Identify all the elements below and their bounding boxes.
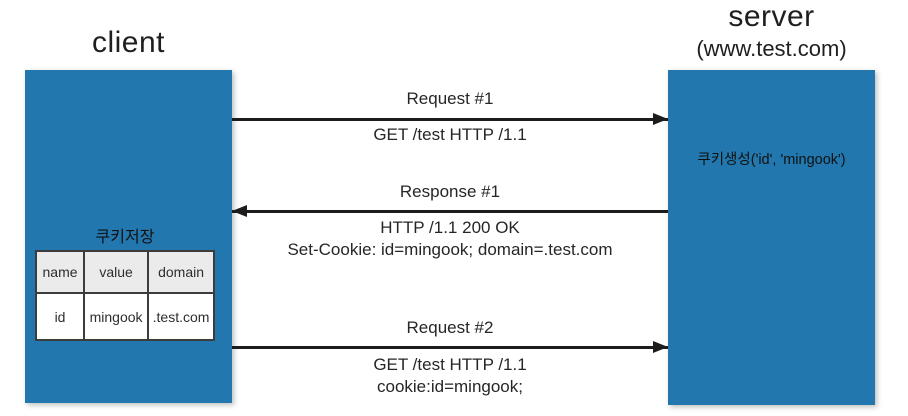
cookie-table-header-value: value <box>83 250 150 294</box>
server-title: server <box>728 0 815 33</box>
response-1-label: Response #1 <box>399 182 501 201</box>
response-1-arrow <box>232 205 668 217</box>
server-subtitle: (www.test.com) <box>696 36 847 61</box>
request-1-detail-line: GET /test HTTP /1.1 <box>373 125 527 144</box>
client-actor-box: 쿠키저장 name value domain id mingook .test.… <box>25 70 232 403</box>
request-1-label: Request #1 <box>406 89 494 108</box>
cookie-table-cell-domain: .test.com <box>147 292 215 341</box>
request-2-label: Request #2 <box>406 318 494 337</box>
server-actor-box: 쿠키생성('id', 'mingook') <box>668 70 875 405</box>
arrowhead-right-icon <box>653 341 668 353</box>
cookie-table-header-name: name <box>34 250 86 294</box>
cookie-table-header-domain: domain <box>147 250 215 294</box>
cookie-store-label: 쿠키저장 <box>95 229 155 246</box>
arrowhead-left-icon <box>232 205 247 217</box>
response-1-detail-line-1: HTTP /1.1 200 OK <box>380 218 520 237</box>
cookie-table-data-row: id mingook .test.com <box>34 292 215 341</box>
cookie-table-cell-value: mingook <box>83 292 150 341</box>
cookie-table: name value domain id mingook .test.com <box>34 250 215 341</box>
arrowhead-right-icon <box>653 113 668 125</box>
server-cookie-creation-note: 쿠키생성('id', 'mingook') <box>697 152 846 168</box>
cookie-table-cell-name: id <box>34 292 86 341</box>
request-2-detail-line-2: cookie:id=mingook; <box>376 377 523 396</box>
request-2-detail-line-1: GET /test HTTP /1.1 <box>373 355 527 374</box>
cookie-table-header-row: name value domain <box>34 250 215 294</box>
request-2-arrow <box>232 341 668 353</box>
client-title: client <box>91 26 166 59</box>
response-1-detail-line-2: Set-Cookie: id=mingook; domain=.test.com <box>287 240 613 259</box>
request-1-arrow <box>232 113 668 125</box>
